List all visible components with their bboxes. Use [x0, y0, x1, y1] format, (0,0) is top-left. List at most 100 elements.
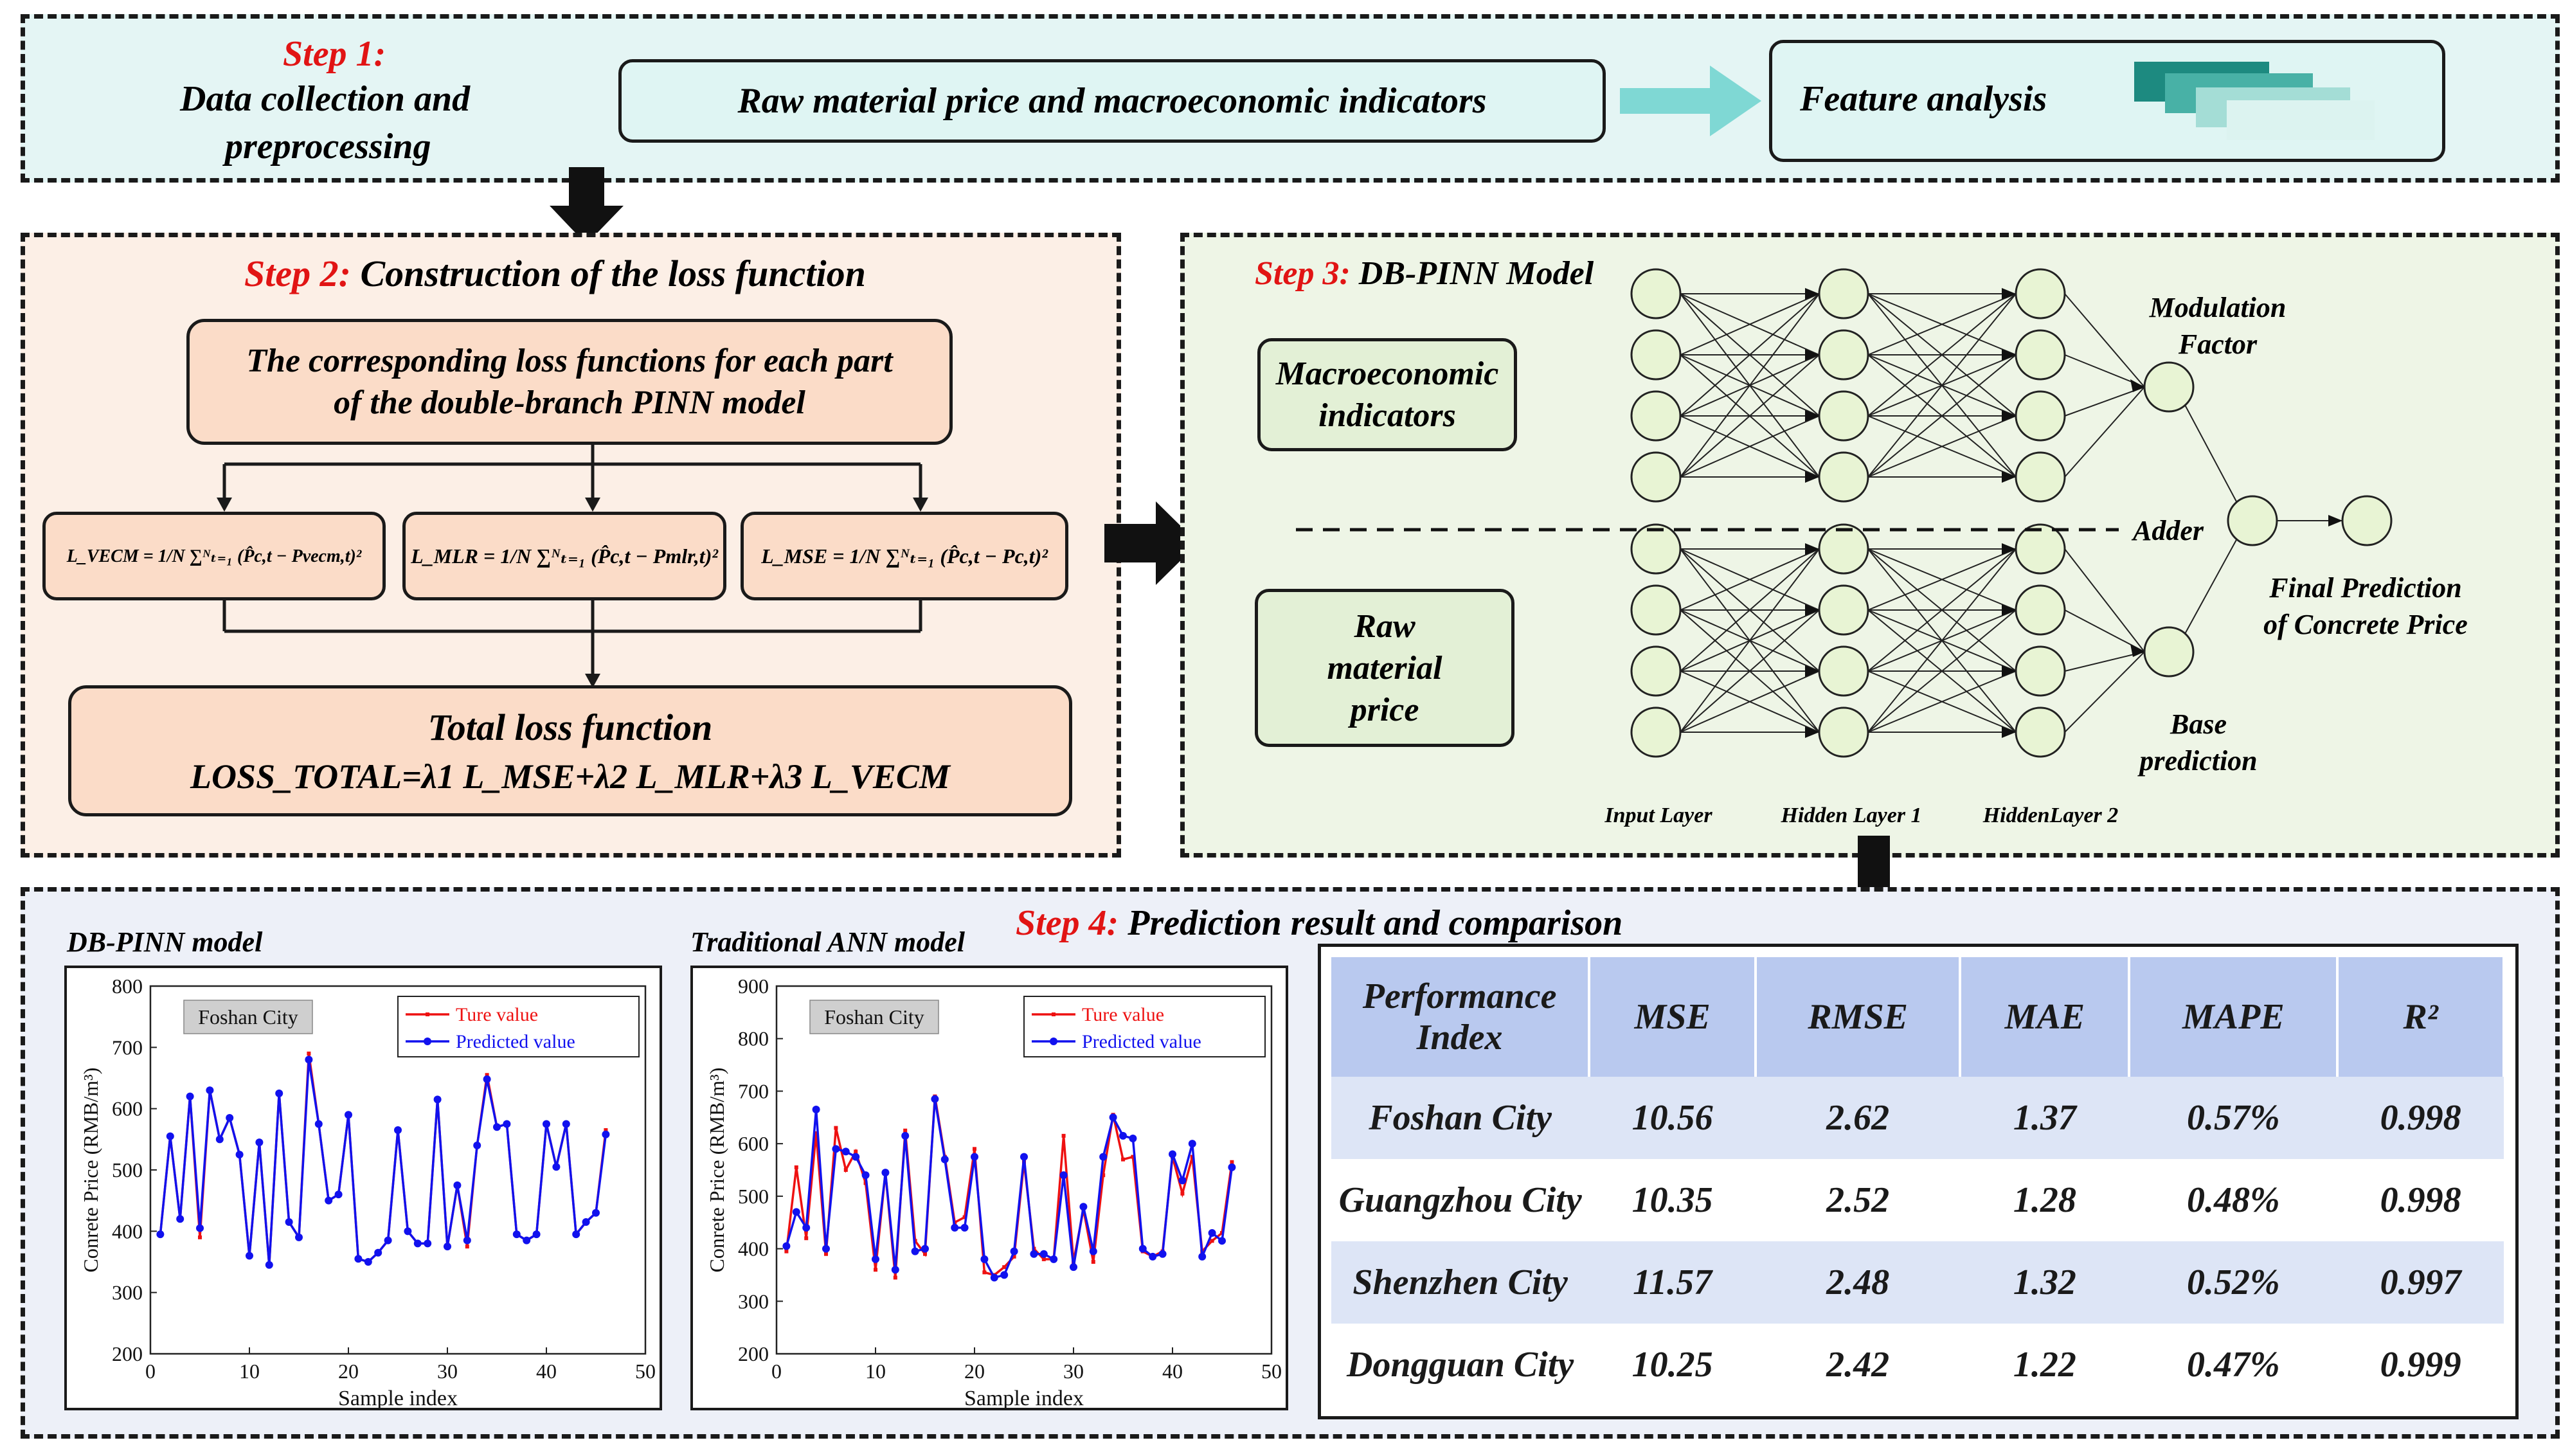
header-mse: MSE: [1589, 957, 1757, 1077]
data-point-true: [1131, 1155, 1135, 1159]
neuron-node: [2015, 451, 2066, 503]
data-point-predicted: [1059, 1171, 1068, 1180]
y-tick-label: 600: [738, 1132, 769, 1155]
network-edge: [1680, 293, 1820, 478]
table-cell: 0.57%: [2129, 1077, 2338, 1159]
data-point-predicted: [951, 1223, 959, 1232]
step4-heading: Step 4: Prediction result and comparison: [1016, 903, 1622, 944]
edge-arrowhead-icon: [1805, 543, 1819, 555]
hidden-layer1-label: Hidden Layer 1: [1781, 804, 1922, 827]
edge-arrowhead-icon: [1805, 410, 1819, 422]
data-point-predicted: [345, 1111, 352, 1119]
step2-connectors: [217, 445, 928, 688]
chart2-title: Traditional ANN model: [690, 926, 965, 958]
data-point-predicted: [275, 1089, 283, 1097]
data-point-predicted: [543, 1120, 550, 1128]
edge-arrowhead-icon: [2130, 379, 2144, 392]
loss-functions-line1: The corresponding loss functions for eac…: [246, 343, 893, 379]
network-edge: [1867, 293, 2017, 478]
data-point-true: [1002, 1265, 1007, 1270]
final-line1: Final Prediction: [2269, 572, 2462, 604]
y-tick-label: 300: [738, 1290, 769, 1313]
data-point-predicted: [881, 1169, 890, 1177]
output-edge: [2064, 651, 2145, 672]
network-edge: [1867, 293, 2017, 355]
step3-title: DB-PINN Model: [1358, 255, 1594, 292]
down-arrow-1-icon: [550, 167, 624, 244]
data-point-predicted: [1178, 1176, 1187, 1185]
data-point-true: [854, 1149, 858, 1154]
table-row: Guangzhou City 10.35 2.52 1.28 0.48% 0.9…: [1331, 1159, 2504, 1241]
data-point-predicted: [493, 1123, 501, 1131]
data-point-predicted: [891, 1266, 899, 1274]
data-point-predicted: [1158, 1250, 1167, 1258]
data-point-predicted: [582, 1218, 590, 1227]
data-point-predicted: [364, 1258, 372, 1266]
table-cell: Guangzhou City: [1331, 1159, 1590, 1241]
data-point-predicted: [960, 1223, 969, 1232]
data-point-predicted: [1000, 1271, 1009, 1279]
data-point-true: [794, 1165, 798, 1169]
network-edge: [1680, 415, 1820, 478]
neuron-node: [1630, 584, 1682, 636]
table-cell: Foshan City: [1331, 1077, 1590, 1159]
header-mape: MAPE: [2129, 957, 2339, 1077]
data-point-true: [604, 1128, 608, 1133]
y-tick-label: 900: [738, 975, 769, 998]
legend-marker: [426, 1012, 429, 1016]
table-cell: 2.48: [1755, 1241, 1961, 1324]
x-tick-label: 40: [536, 1360, 557, 1383]
city-annotation-box: [809, 1000, 939, 1034]
data-point-predicted: [1198, 1252, 1207, 1261]
data-point-true: [784, 1249, 789, 1254]
table-cell: 10.56: [1589, 1077, 1756, 1159]
data-point-predicted: [562, 1120, 570, 1128]
data-point-predicted: [911, 1247, 919, 1255]
data-point-true: [1121, 1157, 1125, 1162]
x-tick-label: 20: [338, 1360, 359, 1383]
data-point-true: [1012, 1254, 1016, 1259]
data-point-predicted: [822, 1245, 830, 1253]
y-tick-label: 700: [112, 1036, 143, 1059]
output-edge: [2184, 404, 2238, 503]
legend-box: [1023, 996, 1266, 1057]
total-loss-box: Total loss function LOSS_TOTAL=λ1 L_MSE+…: [68, 685, 1072, 816]
edge-arrowhead-icon: [2130, 644, 2144, 657]
neuron-node: [2143, 626, 2195, 678]
y-tick-label: 200: [738, 1342, 769, 1365]
data-point-predicted: [176, 1215, 184, 1223]
table-cell: 0.47%: [2129, 1324, 2338, 1406]
data-point-predicted: [1079, 1203, 1088, 1211]
data-point-predicted: [602, 1130, 610, 1138]
series-line-predicted: [785, 1099, 1234, 1279]
neuron-node: [2015, 523, 2066, 575]
city-annotation: Foshan City: [198, 1005, 298, 1029]
data-point-predicted: [305, 1056, 313, 1064]
data-point-predicted: [384, 1236, 392, 1245]
output-edge: [2064, 386, 2145, 417]
step3-heading: Step 3: DB-PINN Model: [1255, 255, 1594, 292]
edge-arrowhead-icon: [1805, 349, 1819, 361]
neuron-node: [1818, 706, 1869, 758]
city-annotation-box: [183, 1000, 313, 1034]
loss-mlr-label: L_MLR = 1/N ∑ᴺₜ₌₁ (P̂c,t − Pmlr,t)²: [411, 544, 718, 568]
edge-arrowhead-icon: [2002, 543, 2016, 555]
edge-arrowhead-icon: [2002, 288, 2016, 300]
table-cell: 0.997: [2337, 1241, 2504, 1324]
data-point-true: [1180, 1191, 1185, 1196]
y-tick-label: 600: [112, 1097, 143, 1120]
data-point-predicted: [1089, 1247, 1097, 1255]
network-edge: [1867, 548, 2017, 611]
data-point-predicted: [940, 1155, 949, 1164]
raw-material-indicators-text: Raw material price and macroeconomic ind…: [737, 81, 1487, 121]
data-point-predicted: [444, 1243, 451, 1251]
step1-title-line2: preprocessing: [225, 127, 431, 166]
loss-functions-line2: of the double-branch PINN model: [334, 384, 805, 421]
performance-table-frame: Performance Index MSE RMSE MAE MAPE R² F…: [1318, 944, 2519, 1419]
table-cell: Shenzhen City: [1331, 1241, 1590, 1324]
data-point-true: [843, 1168, 848, 1172]
loss-mse-name: L_MSE: [761, 544, 828, 568]
data-point-true: [1210, 1239, 1214, 1243]
loss-vecm-formula: = 1/N ∑ᴺₜ₌₁ (P̂c,t − Pvecm,t)²: [143, 546, 362, 566]
table-header-row: Performance Index MSE RMSE MAE MAPE R²: [1331, 957, 2505, 1077]
